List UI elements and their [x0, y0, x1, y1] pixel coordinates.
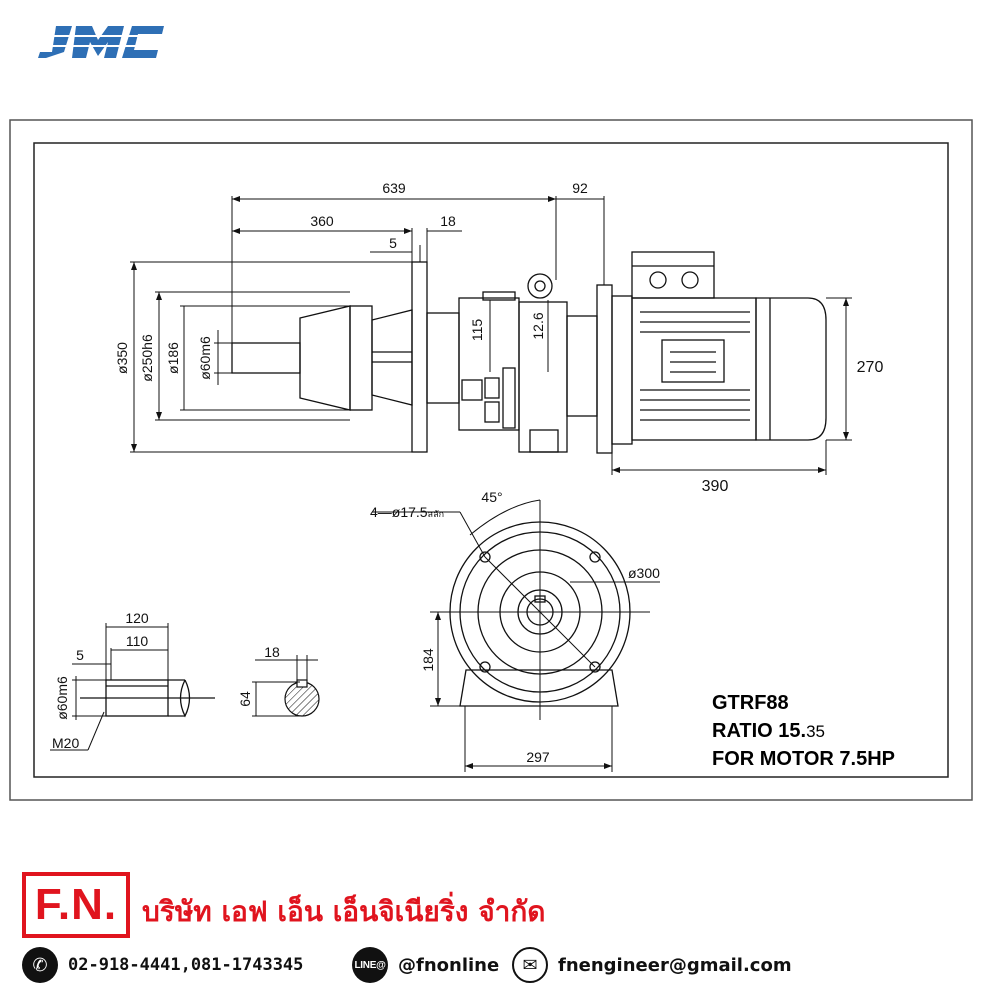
dim-360: 360 — [310, 213, 334, 229]
dim-639: 639 — [382, 180, 406, 196]
dim-m20: M20 — [52, 735, 79, 751]
motor-side-view — [631, 251, 827, 441]
shaft-dimension-labels: 120 110 5 ø60m6 M20 — [52, 610, 149, 751]
line-contact[interactable]: LINE@ @fnonline — [352, 945, 499, 985]
dim-297: 297 — [526, 749, 550, 765]
dim-110: 110 — [126, 633, 149, 649]
phone-icon: ✆ — [22, 947, 58, 983]
shaft-detail-view — [80, 679, 215, 718]
top-view-dimension-arrows — [131, 196, 849, 473]
dim-phi350: ø350 — [114, 342, 130, 374]
dim-5: 5 — [76, 647, 84, 663]
phone-number[interactable]: 02-918-4441,081-1743345 — [68, 955, 304, 975]
dim-390: 390 — [702, 478, 729, 495]
jmc-logo — [36, 26, 166, 58]
dim-holes: 4—ø17.5สลัก — [370, 504, 444, 520]
dim-phi300: ø300 — [628, 565, 660, 581]
key-dimension-lines — [252, 655, 318, 717]
phone-contact[interactable]: ✆ 02-918-4441,081-1743345 — [22, 945, 303, 985]
inner-frame — [33, 142, 949, 778]
dim-phi186: ø186 — [165, 342, 181, 374]
dim-270: 270 — [857, 359, 884, 376]
spec-ratio-fraction: 35 — [806, 722, 826, 741]
spec-ratio-label: RATIO 15. — [712, 720, 807, 742]
dim-phi60m6: ø60m6 — [54, 676, 70, 720]
spec-ratio: RATIO 15.35 — [712, 720, 825, 743]
fn-badge: F.N. — [22, 872, 130, 938]
gearbox-side-view — [231, 261, 633, 454]
dim-184: 184 — [420, 648, 436, 672]
top-view-dimension-labels: 639 92 360 18 5 115 12.6 ø350 ø250h6 ø18… — [114, 180, 883, 495]
dim-18: 18 — [440, 213, 456, 229]
dim-115: 115 — [469, 319, 485, 342]
dim-64: 64 — [237, 691, 253, 707]
dim-92: 92 — [572, 180, 588, 196]
top-view-dimension-lines — [130, 196, 852, 475]
spec-model: GTRF88 — [712, 692, 789, 714]
spec-motor: FOR MOTOR 7.5HP — [712, 748, 895, 770]
dim-18: 18 — [264, 644, 280, 660]
dim-5: 5 — [389, 235, 397, 251]
dim-120: 120 — [125, 610, 149, 626]
email-address[interactable]: fnengineer@gmail.com — [558, 954, 792, 976]
shaft-dimension-lines — [50, 623, 169, 751]
dim-phi60m6: ø60m6 — [197, 336, 213, 380]
flange-dimension-lines — [372, 499, 660, 772]
line-icon: LINE@ — [352, 947, 388, 983]
dim-phi250h6: ø250h6 — [139, 334, 155, 382]
key-dimension-labels: 18 64 — [237, 644, 280, 707]
line-id[interactable]: @fnonline — [398, 954, 500, 976]
dim-12-6: 12.6 — [530, 312, 546, 339]
dim-45-degrees: 45° — [481, 489, 502, 505]
outer-frame — [9, 119, 973, 801]
email-contact[interactable]: ✉ fnengineer@gmail.com — [512, 945, 792, 985]
company-name: บริษัท เอฟ เอ็น เอ็นจิเนียริ่ง จำกัด — [142, 895, 546, 928]
envelope-icon: ✉ — [512, 947, 548, 983]
flange-dimension-labels: 4—ø17.5สลัก 45° ø300 184 297 — [370, 489, 660, 765]
flange-dimension-arrows — [435, 612, 612, 769]
key-section-view — [284, 679, 320, 717]
line-badge-text: LINE@ — [354, 959, 386, 971]
